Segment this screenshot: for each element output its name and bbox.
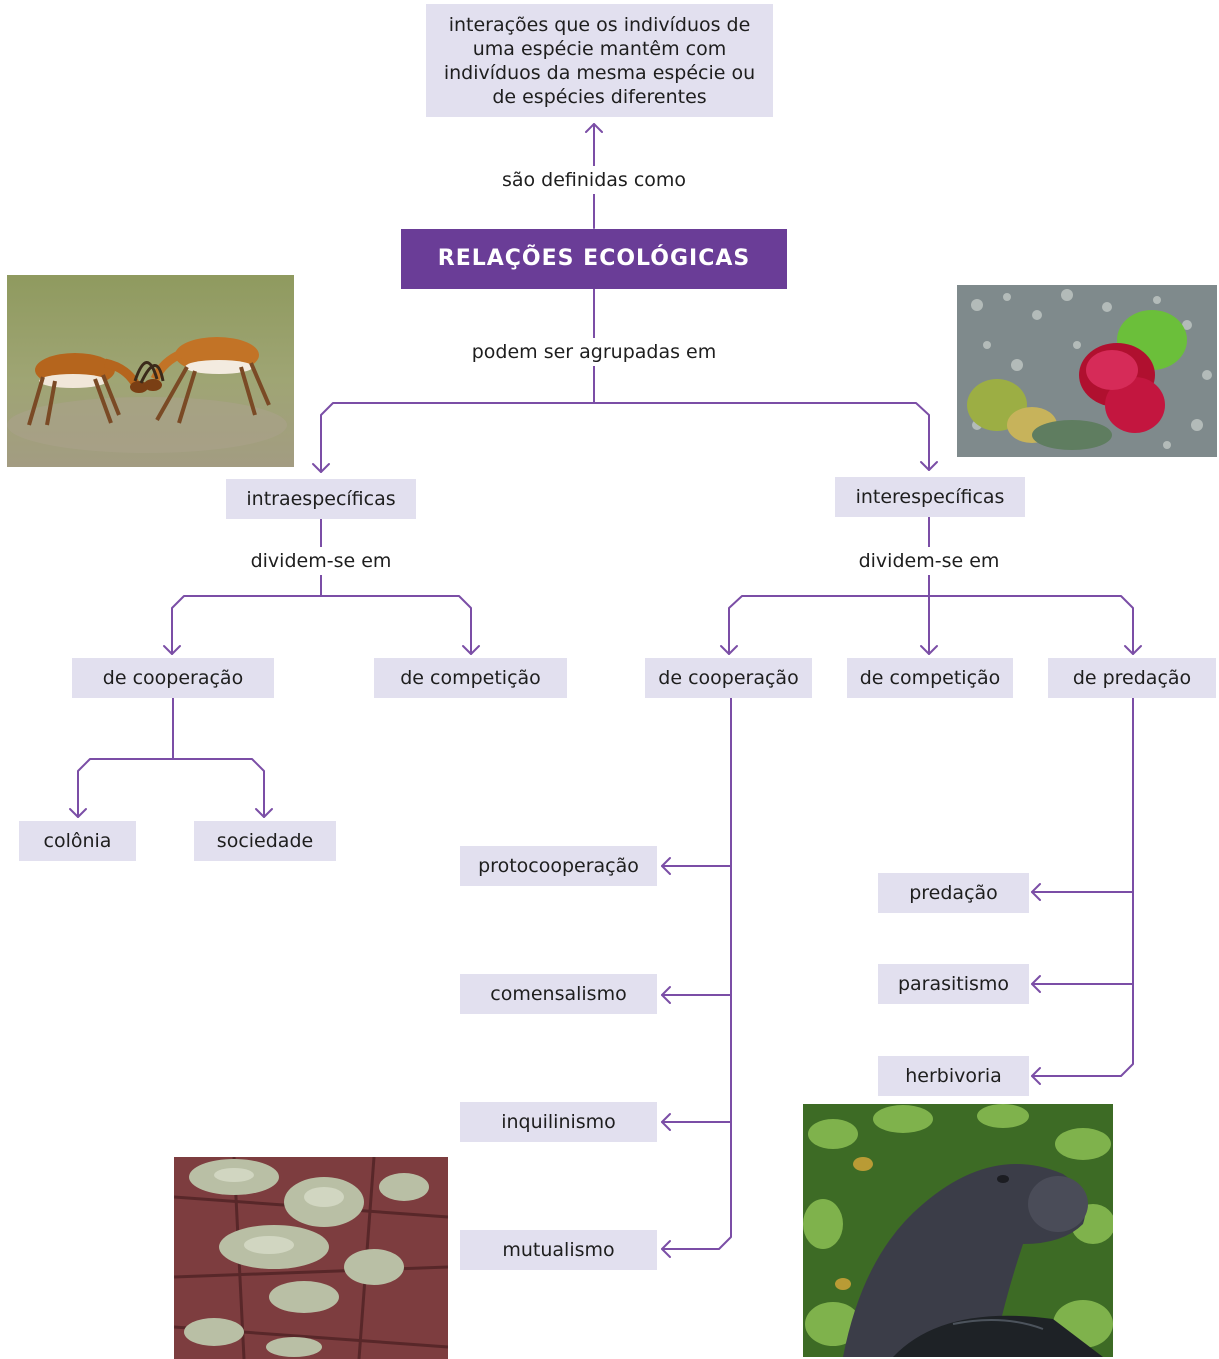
node-predacao: predação <box>878 873 1029 913</box>
arrowhead-inter-coop <box>720 645 738 655</box>
manatee-photo <box>803 1104 1113 1357</box>
arrowhead-protocooperacao <box>661 857 671 875</box>
connector-pred-trunk <box>1031 697 1134 1077</box>
connector-split-inter <box>593 402 930 471</box>
root-node: RELAÇÕES ECOLÓGICAS <box>401 229 787 289</box>
arrowhead-top <box>585 123 603 133</box>
gazelles-photo <box>7 275 294 467</box>
node-protocooperacao: protocooperação <box>460 846 657 886</box>
connector-coop-trunk <box>661 697 732 1250</box>
arrowhead-colonia <box>69 808 87 818</box>
node-herbivoria: herbivoria <box>878 1056 1029 1096</box>
arrowhead-sociedade <box>255 808 273 818</box>
definition-box: interações que os indivíduos de uma espé… <box>426 4 773 117</box>
lichen-photo <box>174 1157 448 1359</box>
connector-inter-pred <box>928 595 1134 655</box>
arrowhead-intra-comp <box>462 645 480 655</box>
node-intra-cooperacao: de cooperação <box>72 658 274 698</box>
link-label-agrupadas: podem ser agrupadas em <box>467 338 721 366</box>
node-interespecificas: interespecíficas <box>835 477 1025 517</box>
node-inter-predacao: de predação <box>1048 658 1216 698</box>
arrowhead-inquilinismo <box>661 1113 671 1131</box>
connector-intra-comp <box>320 595 472 655</box>
link-label-dividem-intra: dividem-se em <box>246 547 396 575</box>
connector-sociedade <box>172 758 265 818</box>
node-parasitismo: parasitismo <box>878 964 1029 1004</box>
node-sociedade: sociedade <box>194 821 336 861</box>
connector-inter-coop <box>728 595 930 655</box>
arrowhead-herbivoria <box>1031 1067 1041 1085</box>
node-colonia: colônia <box>19 821 136 861</box>
node-inter-cooperacao: de cooperação <box>645 658 812 698</box>
arrowhead-parasitismo <box>1031 975 1041 993</box>
node-intra-competicao: de competição <box>374 658 567 698</box>
node-intraespecificas: intraespecíficas <box>226 479 416 519</box>
arrowhead-intra-coop <box>163 645 181 655</box>
arrowhead-inter <box>920 461 938 471</box>
link-label-dividem-inter: dividem-se em <box>854 547 1004 575</box>
node-inquilinismo: inquilinismo <box>460 1102 657 1142</box>
connector-colonia <box>77 758 174 818</box>
connector-intra-coop <box>171 595 322 655</box>
link-label-definidas: são definidas como <box>497 166 691 194</box>
node-inter-competicao: de competição <box>847 658 1013 698</box>
arrowhead-mutualismo <box>661 1240 671 1258</box>
connector-split-intra <box>320 402 595 473</box>
arrowhead-predacao <box>1031 883 1041 901</box>
node-comensalismo: comensalismo <box>460 974 657 1014</box>
arrowhead-comensalismo <box>661 986 671 1004</box>
node-mutualismo: mutualismo <box>460 1230 657 1270</box>
arrowhead-intra <box>312 463 330 473</box>
sea-anemone-photo <box>957 285 1217 457</box>
arrowhead-inter-pred <box>1124 645 1142 655</box>
arrowhead-inter-comp <box>920 645 938 655</box>
